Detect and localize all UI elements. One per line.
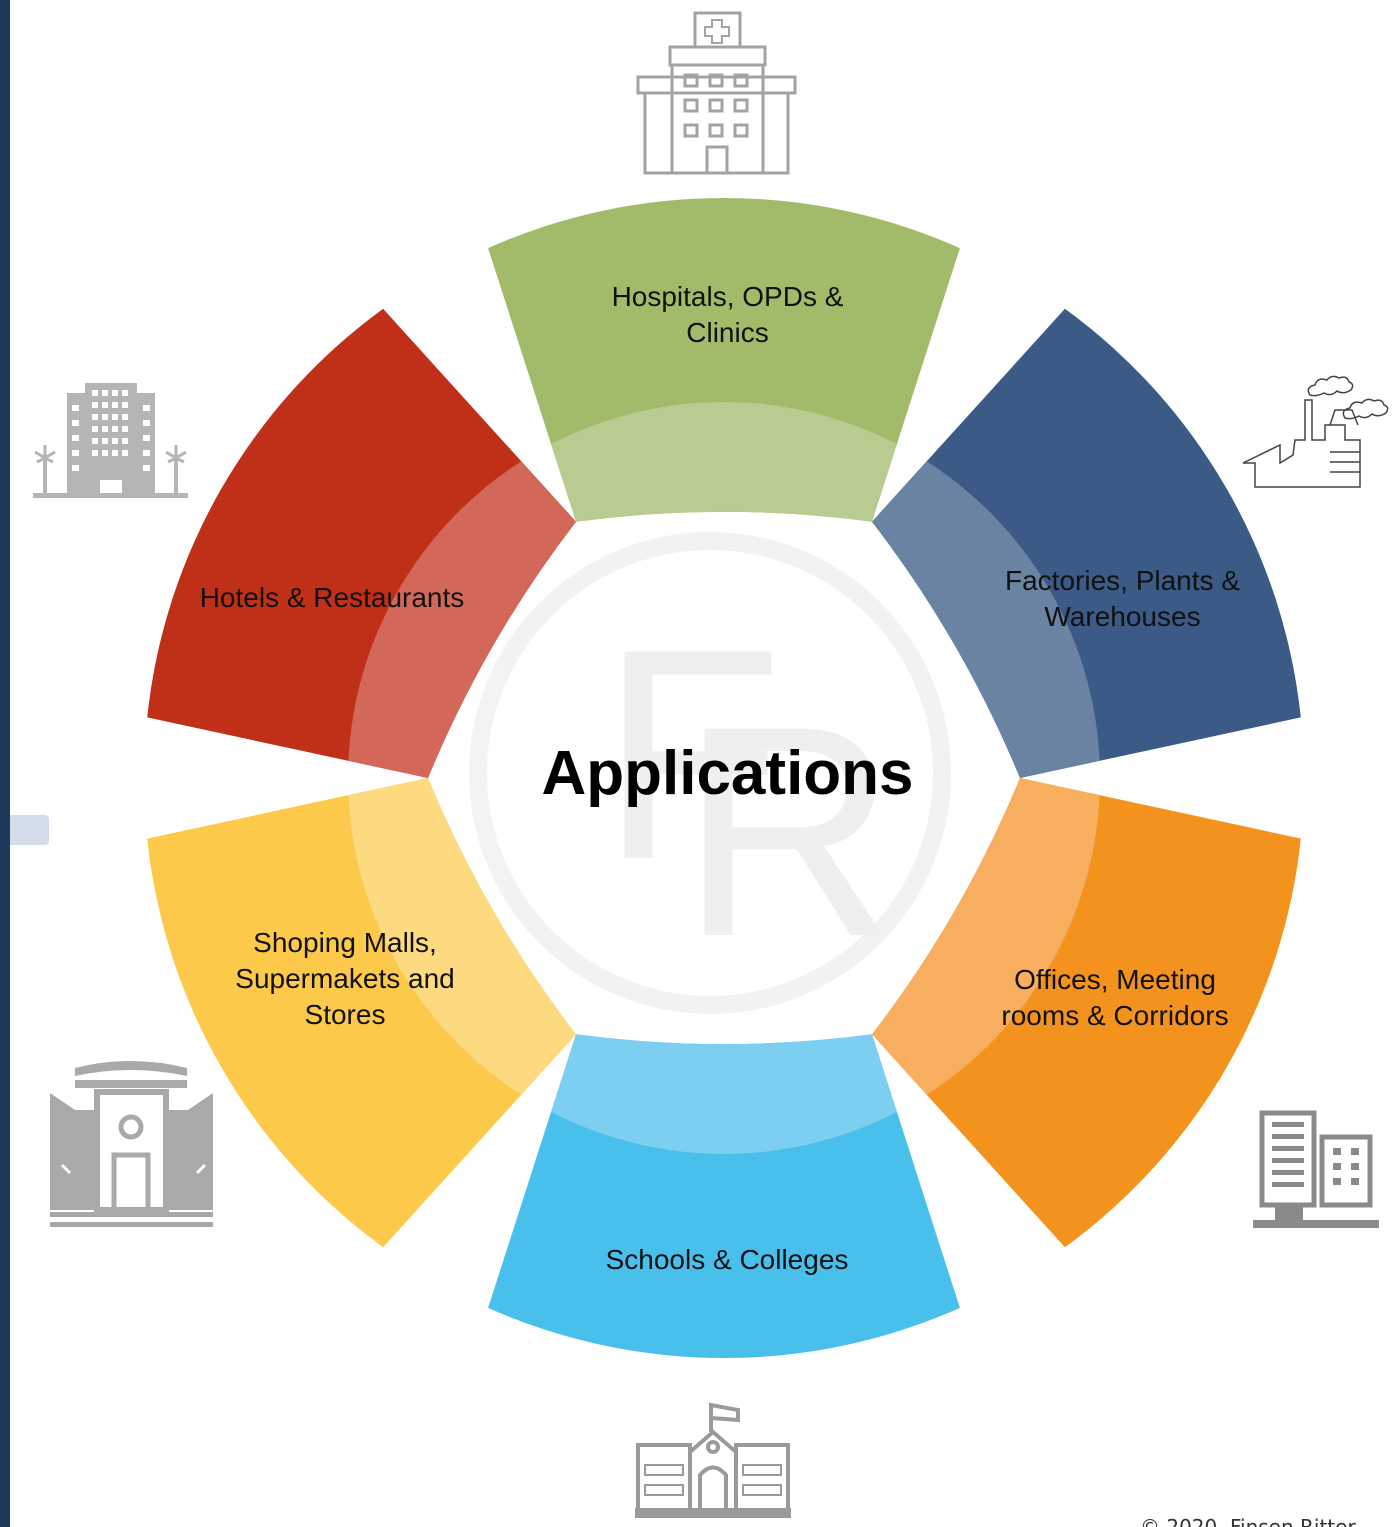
hospital-icon	[636, 11, 797, 175]
watermark-logo: F R	[469, 532, 951, 1014]
watermark-letter-r: R	[680, 663, 897, 999]
school-icon	[635, 1402, 791, 1518]
segment-label-schools: Schools & Colleges	[605, 1244, 849, 1275]
segment-label-shopping-malls: Shoping Malls, Supermakets and Stores	[235, 927, 455, 1030]
side-tab-handle[interactable]	[10, 815, 49, 845]
segment-schools	[488, 1034, 960, 1359]
copyright-text: © 2020, Finsen Ritter	[1140, 1515, 1356, 1527]
left-edge-bar	[0, 0, 10, 1527]
segment-label-offices: Offices, Meeting rooms & Corridors	[1001, 964, 1229, 1031]
center-title: Applications	[541, 739, 914, 808]
factory-icon	[1242, 375, 1389, 488]
segment-label-hospitals: Hospitals, OPDs & Clinics	[611, 281, 844, 348]
segment-label-hotels: Hotels & Restaurants	[199, 582, 465, 613]
segment-hospitals	[488, 197, 960, 522]
hotel-icon	[33, 383, 188, 498]
shopping-mall-icon	[50, 1061, 213, 1227]
office-building-icon	[1253, 1110, 1379, 1228]
segment-label-factories: Factories, Plants & Warehouses	[1005, 565, 1240, 632]
watermark-letter-f: F	[600, 586, 783, 922]
